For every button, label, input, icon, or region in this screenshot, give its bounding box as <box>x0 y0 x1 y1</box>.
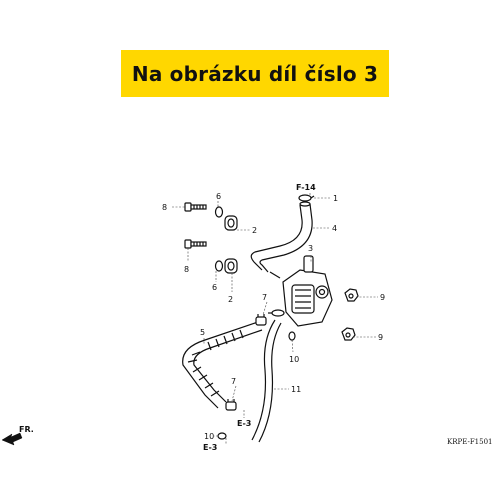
clip-lower <box>225 399 237 411</box>
callout-8-upper: 8 <box>162 203 167 212</box>
callout-9-lower: 9 <box>378 333 383 342</box>
callout-6-lower: 6 <box>212 283 217 292</box>
front-direction-arrow: FR. <box>1 425 34 446</box>
callout-6-upper: 6 <box>216 192 221 201</box>
ref-f14: F-14 <box>296 183 316 192</box>
ref-e3-upper: E-3 <box>237 419 251 428</box>
nut-upper <box>344 288 359 302</box>
callout-7-upper: 7 <box>262 293 267 302</box>
fr-label: FR. <box>19 425 34 434</box>
callout-11: 11 <box>291 385 301 394</box>
callout-1: 1 <box>333 194 338 203</box>
callout-10-upper: 10 <box>289 355 299 364</box>
hose-long <box>251 319 282 443</box>
callout-8-lower: 8 <box>184 265 189 274</box>
bolt-upper <box>184 202 207 212</box>
bolt-lower <box>184 239 207 249</box>
rubber-mount-lower <box>224 258 238 274</box>
nut-lower <box>341 327 356 341</box>
clip-ring-upper <box>288 331 296 341</box>
callout-9-upper: 9 <box>380 293 385 302</box>
diagram-code: KRPE-F1501 <box>447 438 493 446</box>
callout-7-lower: 7 <box>231 377 236 386</box>
callout-2-lower: 2 <box>228 295 233 304</box>
hose-left <box>182 321 263 409</box>
ref-e3-lower: E-3 <box>203 443 217 452</box>
rubber-mount-upper <box>224 215 238 231</box>
clip-upper <box>255 314 267 326</box>
callout-3: 3 <box>308 244 313 253</box>
callout-2-upper: 2 <box>252 226 257 235</box>
callout-10-lower: 10 <box>204 432 214 441</box>
washer-lower <box>214 260 224 272</box>
fuel-valve <box>268 255 333 327</box>
title-banner: Na obrázku díl číslo 3 <box>121 50 389 97</box>
clip-ring-lower <box>217 432 227 440</box>
clip-top <box>298 194 315 202</box>
callout-5: 5 <box>200 328 205 337</box>
callout-4: 4 <box>332 224 337 233</box>
hose-upper <box>250 201 313 273</box>
washer-upper <box>214 206 224 218</box>
